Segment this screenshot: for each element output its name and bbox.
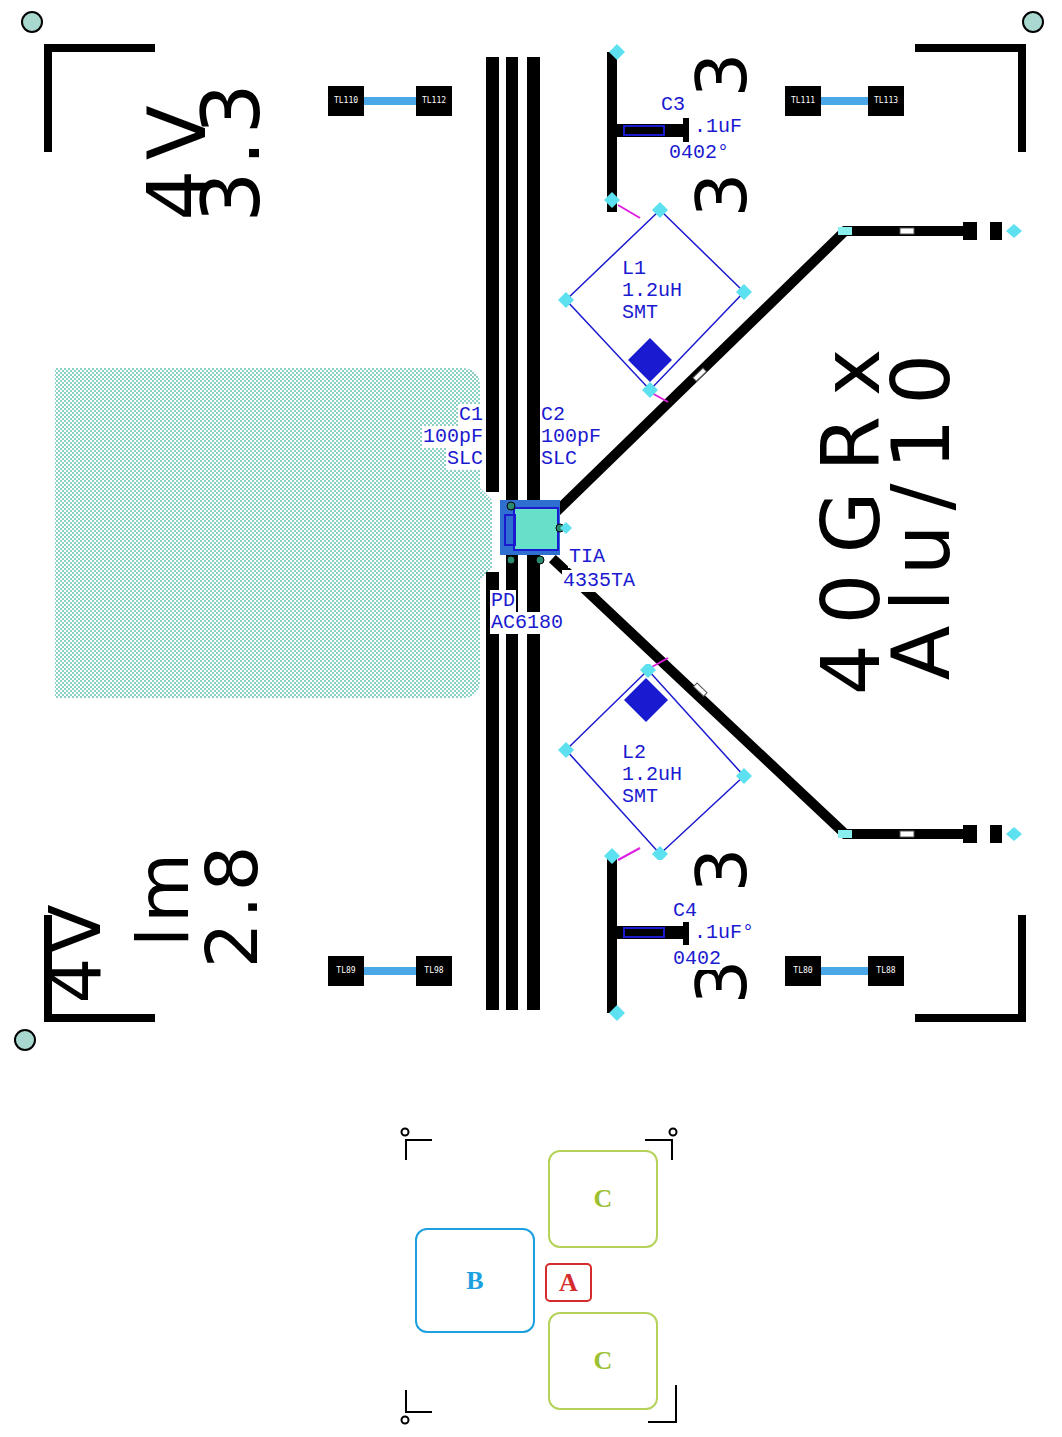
trace-ref: TL110 [334,96,358,106]
board-marking: 3 [687,848,757,893]
board-marking: lm [127,849,199,947]
region-letter: C [594,1184,613,1214]
region-letter: B [466,1266,483,1296]
board-marking: 40GRx [812,329,892,696]
trace-ref: TL112 [422,96,446,106]
part-ref: C1 [458,404,484,426]
part-ref: 0402° [668,142,730,164]
inductor-outline [556,664,752,860]
part-ref: 0402 [672,948,722,970]
trace-ref: TL98 [424,966,443,976]
board-marking: 2.8 [196,842,268,969]
trace-ref: TL80 [793,966,812,976]
trace-ref: TL88 [876,966,895,976]
part-ref: C2 [540,404,566,426]
fiducial [1023,12,1043,32]
part-ref: C4 [672,900,698,922]
part-ref: .1uF [693,116,743,138]
part-ref: SLC [446,448,484,470]
fiducial [15,1030,35,1050]
capacitor-trace [607,52,689,1013]
region-box: C [548,1312,658,1410]
inductor-footprint: L2 1.2uH SMT [556,664,752,860]
board-marking: 3 [687,53,757,98]
board-marking: 3.3 [192,77,272,222]
part-ref: 100pF [422,426,484,448]
part-ref: L1 1.2uH SMT [622,258,696,324]
part-ref: TIA [568,546,606,568]
part-ref: 4335TA [562,570,636,592]
pad [604,44,625,1021]
trace-ref: TL113 [874,96,898,106]
corner-mark [402,1129,677,1424]
board-marking: 4V [39,900,111,1003]
part-ref: SLC [540,448,578,470]
trace-ref: TL111 [791,96,815,106]
board-marking: Alu/10 [882,340,962,680]
part-ref: AC6180 [490,612,564,634]
part-ref: L2 1.2uH SMT [622,742,696,808]
part-ref: .1uF° [693,922,755,944]
ground-plane [55,368,492,698]
region-letter: C [594,1346,613,1376]
signal-trace [556,231,968,834]
capacitor-body [624,126,664,937]
inductor-footprint: L1 1.2uH SMT [556,202,752,398]
trace-marker [693,222,1022,843]
corner-bracket [48,48,1022,1018]
fiducial [22,12,42,32]
trace-ref: TL89 [336,966,355,976]
region-box: A [545,1263,592,1302]
part-ref: PD [490,590,516,612]
part-ref: 100pF [540,426,602,448]
board-marking: 3 [687,173,757,218]
region-box: B [415,1228,535,1333]
tia-chip [500,500,572,564]
region-letter: A [559,1268,578,1298]
tl-pad [328,86,904,986]
part-ref: C3 [660,94,686,116]
region-box: C [548,1150,658,1248]
